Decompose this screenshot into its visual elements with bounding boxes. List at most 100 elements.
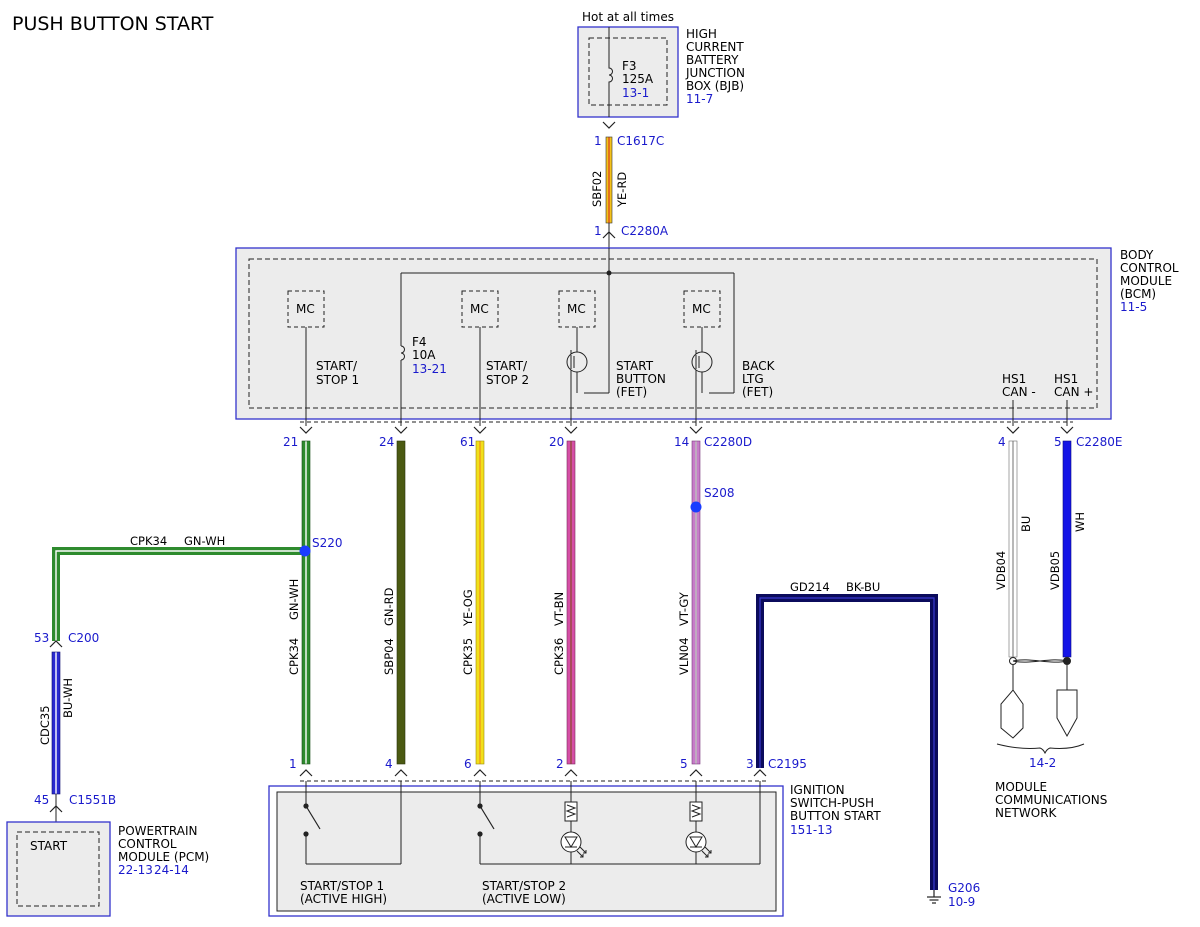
- wire-gd214: [756, 594, 938, 890]
- wire-cpk35: [475, 440, 485, 765]
- c2280d-name: C2280D: [704, 435, 752, 449]
- switch-label-2-line-1: START/STOP 2: [482, 879, 566, 893]
- bcm-pin-arrows: [299, 426, 1074, 434]
- switch-pin-arrows: [299, 769, 767, 777]
- fet-back-ltg-icon: [691, 351, 713, 373]
- bcm-back-ltg-line-2: LTG: [742, 372, 764, 386]
- mc-block-3: [558, 290, 596, 328]
- bcm-fuse-f4-name: F4: [412, 335, 427, 349]
- bjb-inner-box: [588, 37, 668, 106]
- resistor-1-icon: [564, 801, 578, 822]
- bcm-feed-junction: [606, 270, 612, 276]
- wire-cpk34-circuit: CPK34: [287, 638, 301, 675]
- bjb-module: Hot at all times F3 125A 13-1 HIGH CURRE…: [577, 10, 745, 118]
- c2280e-pin-4: 4: [998, 435, 1006, 449]
- fet-start-button-icon: [566, 351, 588, 373]
- pcm-ref-1: 22-13: [118, 863, 153, 877]
- wire-sbp04-circuit: SBP04: [382, 638, 396, 675]
- bcm-start-stop-1-line-1: START/: [316, 359, 358, 373]
- wire-cpk34-branch-color: GN-WH: [184, 534, 225, 548]
- bjb-fuse-ref: 13-1: [622, 86, 649, 100]
- bcm-name-line-2: CONTROL: [1120, 261, 1179, 275]
- c2195-pin-1: 1: [289, 757, 297, 771]
- wire-cpk34-branch-circuit: CPK34: [130, 534, 167, 548]
- wire-vln04-circuit: VLN04: [677, 637, 691, 675]
- wire-sbp04: [396, 440, 406, 765]
- wire-vln04-color: VT-GY: [677, 591, 691, 626]
- wire-cpk36-color: VT-BN: [552, 592, 566, 626]
- pcm-module: START: [6, 821, 111, 917]
- wire-sbf02-circuit: SBF02: [590, 171, 604, 207]
- bcm-back-ltg-line-1: BACK: [742, 359, 776, 373]
- c2280a-name: C2280A: [621, 224, 669, 238]
- wire-cpk34-color: GN-WH: [287, 579, 301, 620]
- c2195-pin-6: 6: [464, 757, 472, 771]
- switch-name-line-1: IGNITION: [790, 783, 845, 797]
- c200-pin: 53: [34, 631, 49, 645]
- wire-sbp04-color: GN-RD: [382, 587, 396, 626]
- wire-cdc35-circuit: CDC35: [38, 705, 52, 745]
- pcm-outline: [6, 821, 111, 917]
- wire-gd214-color: BK-BU: [846, 580, 880, 594]
- switch-label-1-line-1: START/STOP 1: [300, 879, 384, 893]
- bcm-name-line-4: (BCM): [1120, 287, 1156, 301]
- wire-vdb04-color: BU: [1019, 516, 1033, 532]
- twisted-pair-icon: [1009, 657, 1071, 690]
- network-name-line-1: MODULE: [995, 780, 1047, 794]
- pcm-name-line-3: MODULE (PCM): [118, 850, 209, 864]
- wire-vln04: [691, 440, 701, 765]
- bcm-can-plus-line-1: HS1: [1054, 372, 1078, 386]
- switch-contact-1-icon: [303, 803, 321, 837]
- switch-ref: 151-13: [790, 823, 833, 837]
- network-ref: 14-2: [1029, 756, 1056, 770]
- led-2-icon: [685, 831, 712, 858]
- bcm-can-minus-line-1: HS1: [1002, 372, 1026, 386]
- bcm-module: MC MC MC MC START/: [235, 247, 1112, 426]
- bcm-can-minus-line-2: CAN -: [1002, 385, 1036, 399]
- ground-ref: 10-9: [948, 895, 975, 909]
- wire-cdc35-color: BU-WH: [61, 678, 75, 718]
- c2280d-pin-61: 61: [460, 435, 475, 449]
- wire-cpk34-branch: [52, 547, 306, 641]
- wire-cpk35-color: YE-OG: [461, 589, 475, 627]
- wire-vdb05-circuit: VDB05: [1048, 551, 1062, 590]
- c2195-pin-3: 3: [746, 757, 754, 771]
- c2280d-pin-24: 24: [379, 435, 394, 449]
- bjb-name-line-2: CURRENT: [686, 40, 744, 54]
- network-name-line-3: NETWORK: [995, 806, 1058, 820]
- wire-vdb04: [1008, 440, 1018, 658]
- bcm-start-stop-2-line-2: STOP 2: [486, 373, 529, 387]
- bcm-fuse-f4-amp: 10A: [412, 348, 436, 362]
- splice-s208: [690, 501, 702, 513]
- mc-block-4-label: MC: [692, 302, 711, 316]
- page-title: PUSH BUTTON START: [12, 13, 214, 35]
- wire-gd214-circuit: GD214: [790, 580, 830, 594]
- mc-block-3-label: MC: [567, 302, 586, 316]
- c1551b-name: C1551B: [69, 793, 116, 807]
- switch-name-line-3: BUTTON START: [790, 809, 881, 823]
- mc-block-1-label: MC: [296, 302, 315, 316]
- ground-icon: [927, 890, 941, 904]
- c2280e-name: C2280E: [1076, 435, 1123, 449]
- c2195-pin-2: 2: [556, 757, 564, 771]
- c2280d-pin-21: 21: [283, 435, 298, 449]
- bjb-name-line-4: JUNCTION: [685, 66, 745, 80]
- c1551b-pin: 45: [34, 793, 49, 807]
- wire-cpk34: [301, 440, 311, 765]
- led-1-icon: [560, 831, 587, 858]
- wire-vdb05-color: WH: [1073, 512, 1087, 532]
- pcm-ref-2: 24-14: [154, 863, 189, 877]
- pcm-inner-label: START: [30, 839, 68, 853]
- wire-cpk36-circuit: CPK36: [552, 638, 566, 675]
- pcm-name-line-2: CONTROL: [118, 837, 177, 851]
- wire-sbf02: [605, 136, 613, 224]
- bcm-start-stop-2-line-1: START/: [486, 359, 528, 373]
- mc-block-1: [287, 290, 325, 328]
- c2280e-pin-5: 5: [1054, 435, 1062, 449]
- bjb-fuse-amp: 125A: [622, 72, 654, 86]
- network-connector-icons: [1000, 689, 1078, 739]
- network-brace-icon: [996, 743, 1085, 755]
- switch-label-1-line-2: (ACTIVE HIGH): [300, 892, 387, 906]
- bjb-fuse-name: F3: [622, 59, 637, 73]
- c1617c-pin: 1: [594, 134, 602, 148]
